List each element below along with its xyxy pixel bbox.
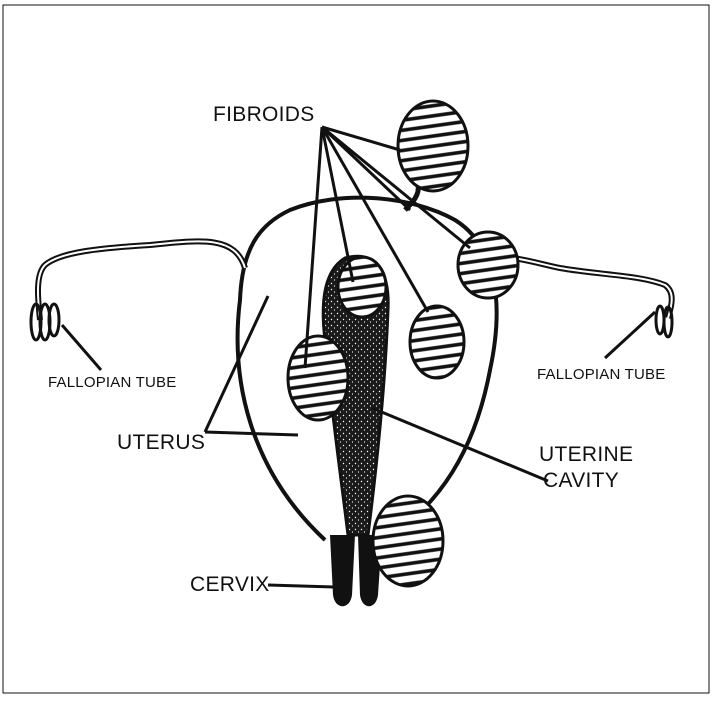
left-fallopian-tube (38, 241, 245, 320)
fibroid-right-wall (458, 232, 518, 298)
fallopian-tube-left-label: FALLOPIAN TUBE (48, 374, 176, 391)
uterus-pointer-lines (205, 296, 298, 435)
left-fimbriae (31, 304, 59, 340)
uterine-cavity-pointer (372, 408, 548, 481)
uterus-label: UTERUS (117, 431, 205, 455)
fallopian-right-pointer (605, 312, 655, 358)
fallopian-left-pointer (62, 325, 101, 370)
cervix-pointer (268, 585, 334, 587)
uterine-cavity-label-line1: UTERINE (539, 443, 633, 467)
right-fimbriae (656, 306, 672, 337)
fibroid-left-middle (288, 336, 348, 420)
cervix-label: CERVIX (190, 573, 270, 597)
fibroid-top-stalked (398, 101, 468, 210)
fibroid-bottom-right (373, 496, 443, 586)
fallopian-tube-right-label: FALLOPIAN TUBE (537, 366, 665, 383)
fibroid-inside-cavity (338, 257, 386, 317)
fibroids-label: FIBROIDS (213, 103, 315, 127)
fibroid-right-middle (410, 306, 464, 378)
uterine-cavity-label-line2: CAVITY (543, 469, 619, 493)
